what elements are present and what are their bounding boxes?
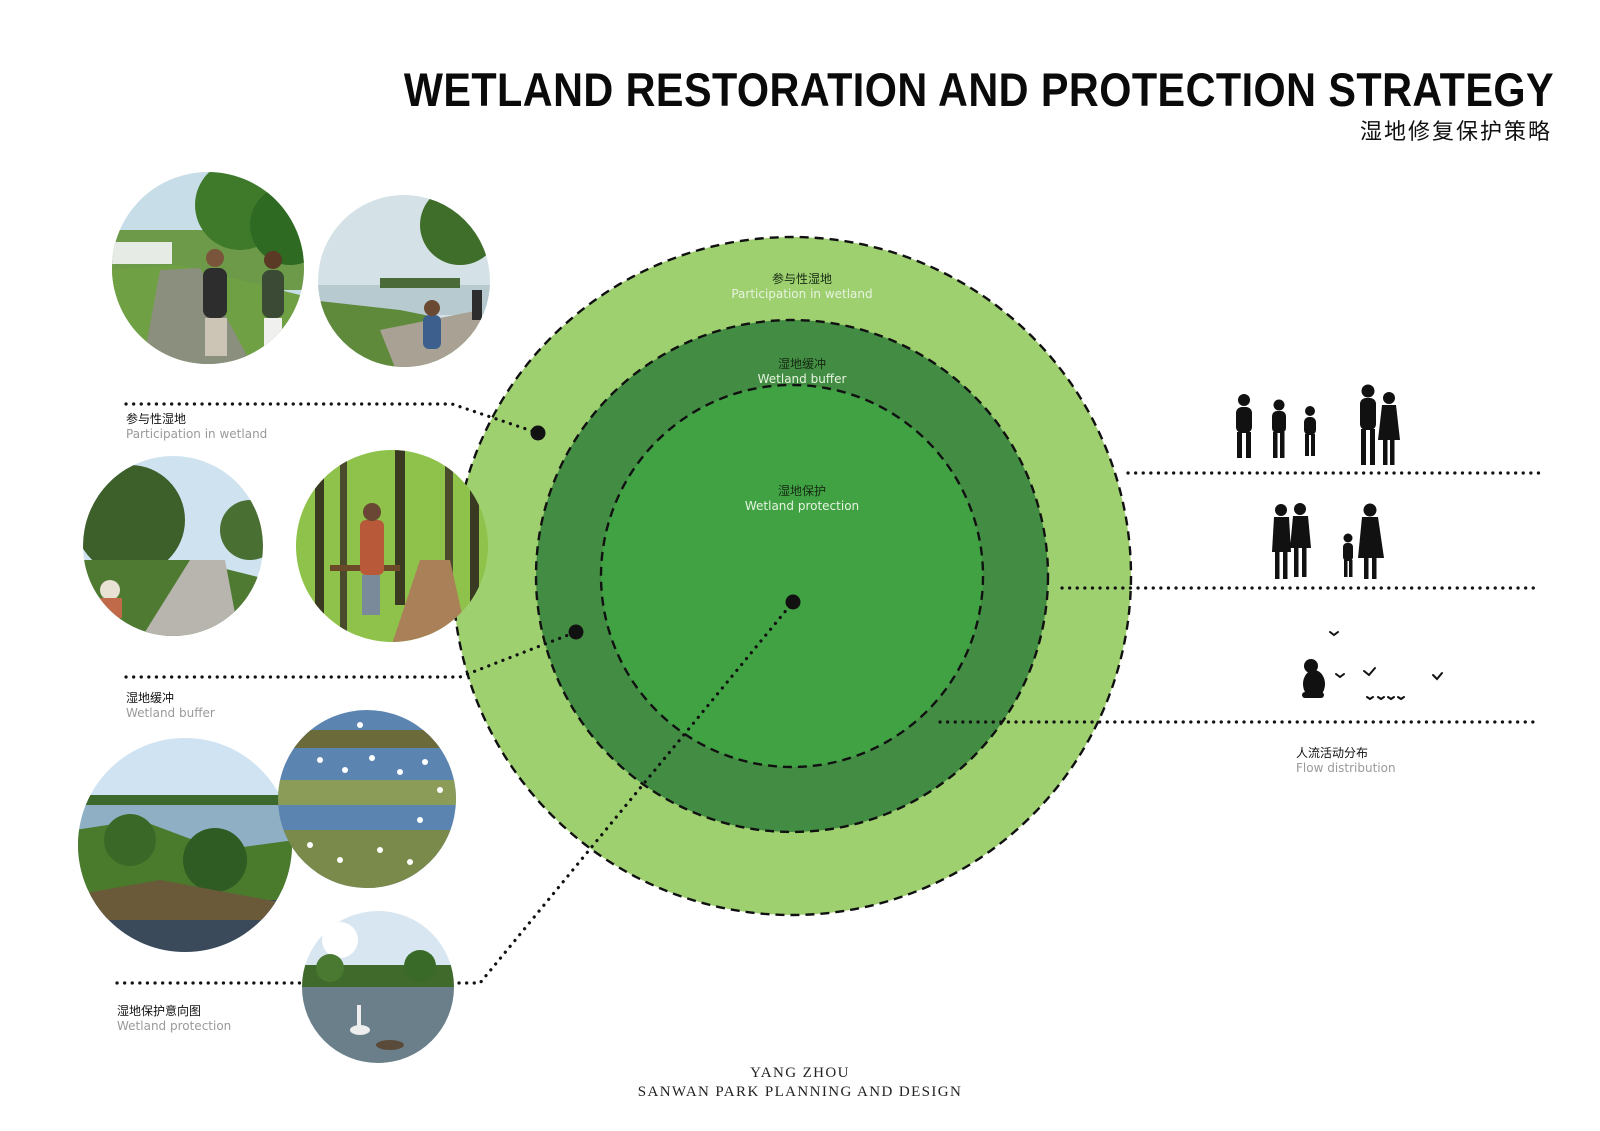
forest-boardwalk-photo [296,450,488,642]
label-buffer: 湿地缓冲 Wetland buffer [126,691,215,721]
ring-protection [599,383,985,769]
ring-label-buffer: 湿地缓冲 Wetland buffer [672,357,932,387]
heron-pond-photo [302,911,454,1063]
marsh-lake-photo [78,738,292,952]
ring-label-buffer-en: Wetland buffer [757,372,847,386]
label-protection: 湿地保护意向图 Wetland protection [117,1004,231,1034]
label-protection-en: Wetland protection [117,1019,232,1033]
egret-flock-photo [278,710,456,888]
ring-label-protection-en: Wetland protection [744,499,860,513]
footer-project: YANG ZHOU SANWAN PARK PLANNING AND DESIG… [0,1064,1600,1102]
hikers-path-photo [112,172,304,364]
bird-flock-icon [1329,631,1443,701]
label-flow-cn: 人流活动分布 [1296,746,1369,760]
label-participation: 参与性湿地 Participation in wetland [126,412,267,442]
ring-label-protection: 湿地保护 Wetland protection [672,484,932,514]
crouching-birdwatcher-icon [1302,659,1325,698]
family-walking-icon [1272,503,1384,579]
label-protection-cn: 湿地保护意向图 [117,1004,202,1018]
page-title: WETLAND RESTORATION AND PROTECTION STRAT… [403,63,1554,116]
leader-protection [115,600,795,985]
label-flow-distribution: 人流活动分布 Flow distribution [1296,746,1396,776]
ring-label-participation-cn: 参与性湿地 [771,272,832,286]
ring-label-buffer-cn: 湿地缓冲 [777,357,826,371]
label-participation-en: Participation in wetland [126,427,268,441]
page-subtitle: 湿地修复保护策略 [1359,120,1552,145]
footer-project-name: SANWAN PARK PLANNING AND DESIGN [637,1083,963,1100]
anchor-dot-participation [530,425,546,441]
flow-lines [938,471,1542,724]
label-buffer-cn: 湿地缓冲 [126,691,175,705]
footer-city: YANG ZHOU [750,1065,850,1081]
ring-diagram [451,235,1133,917]
leader-participation [124,402,540,435]
leader-buffer [124,630,578,679]
couple-icon [1360,384,1400,465]
family-group-icon [1236,394,1316,458]
label-buffer-en: Wetland buffer [126,706,215,720]
left-leader-lines [115,402,795,985]
label-participation-cn: 参与性湿地 [126,412,187,426]
waterfront-visitors-photo [318,195,490,367]
gravel-trail-photo [83,456,263,636]
anchor-dot-buffer [568,624,584,640]
anchor-dot-protection [785,594,801,610]
ring-label-participation: 参与性湿地 Participation in wetland [672,272,932,302]
label-flow-en: Flow distribution [1296,761,1396,775]
ring-label-protection-cn: 湿地保护 [777,484,826,498]
ring-label-participation-en: Participation in wetland [731,287,873,301]
